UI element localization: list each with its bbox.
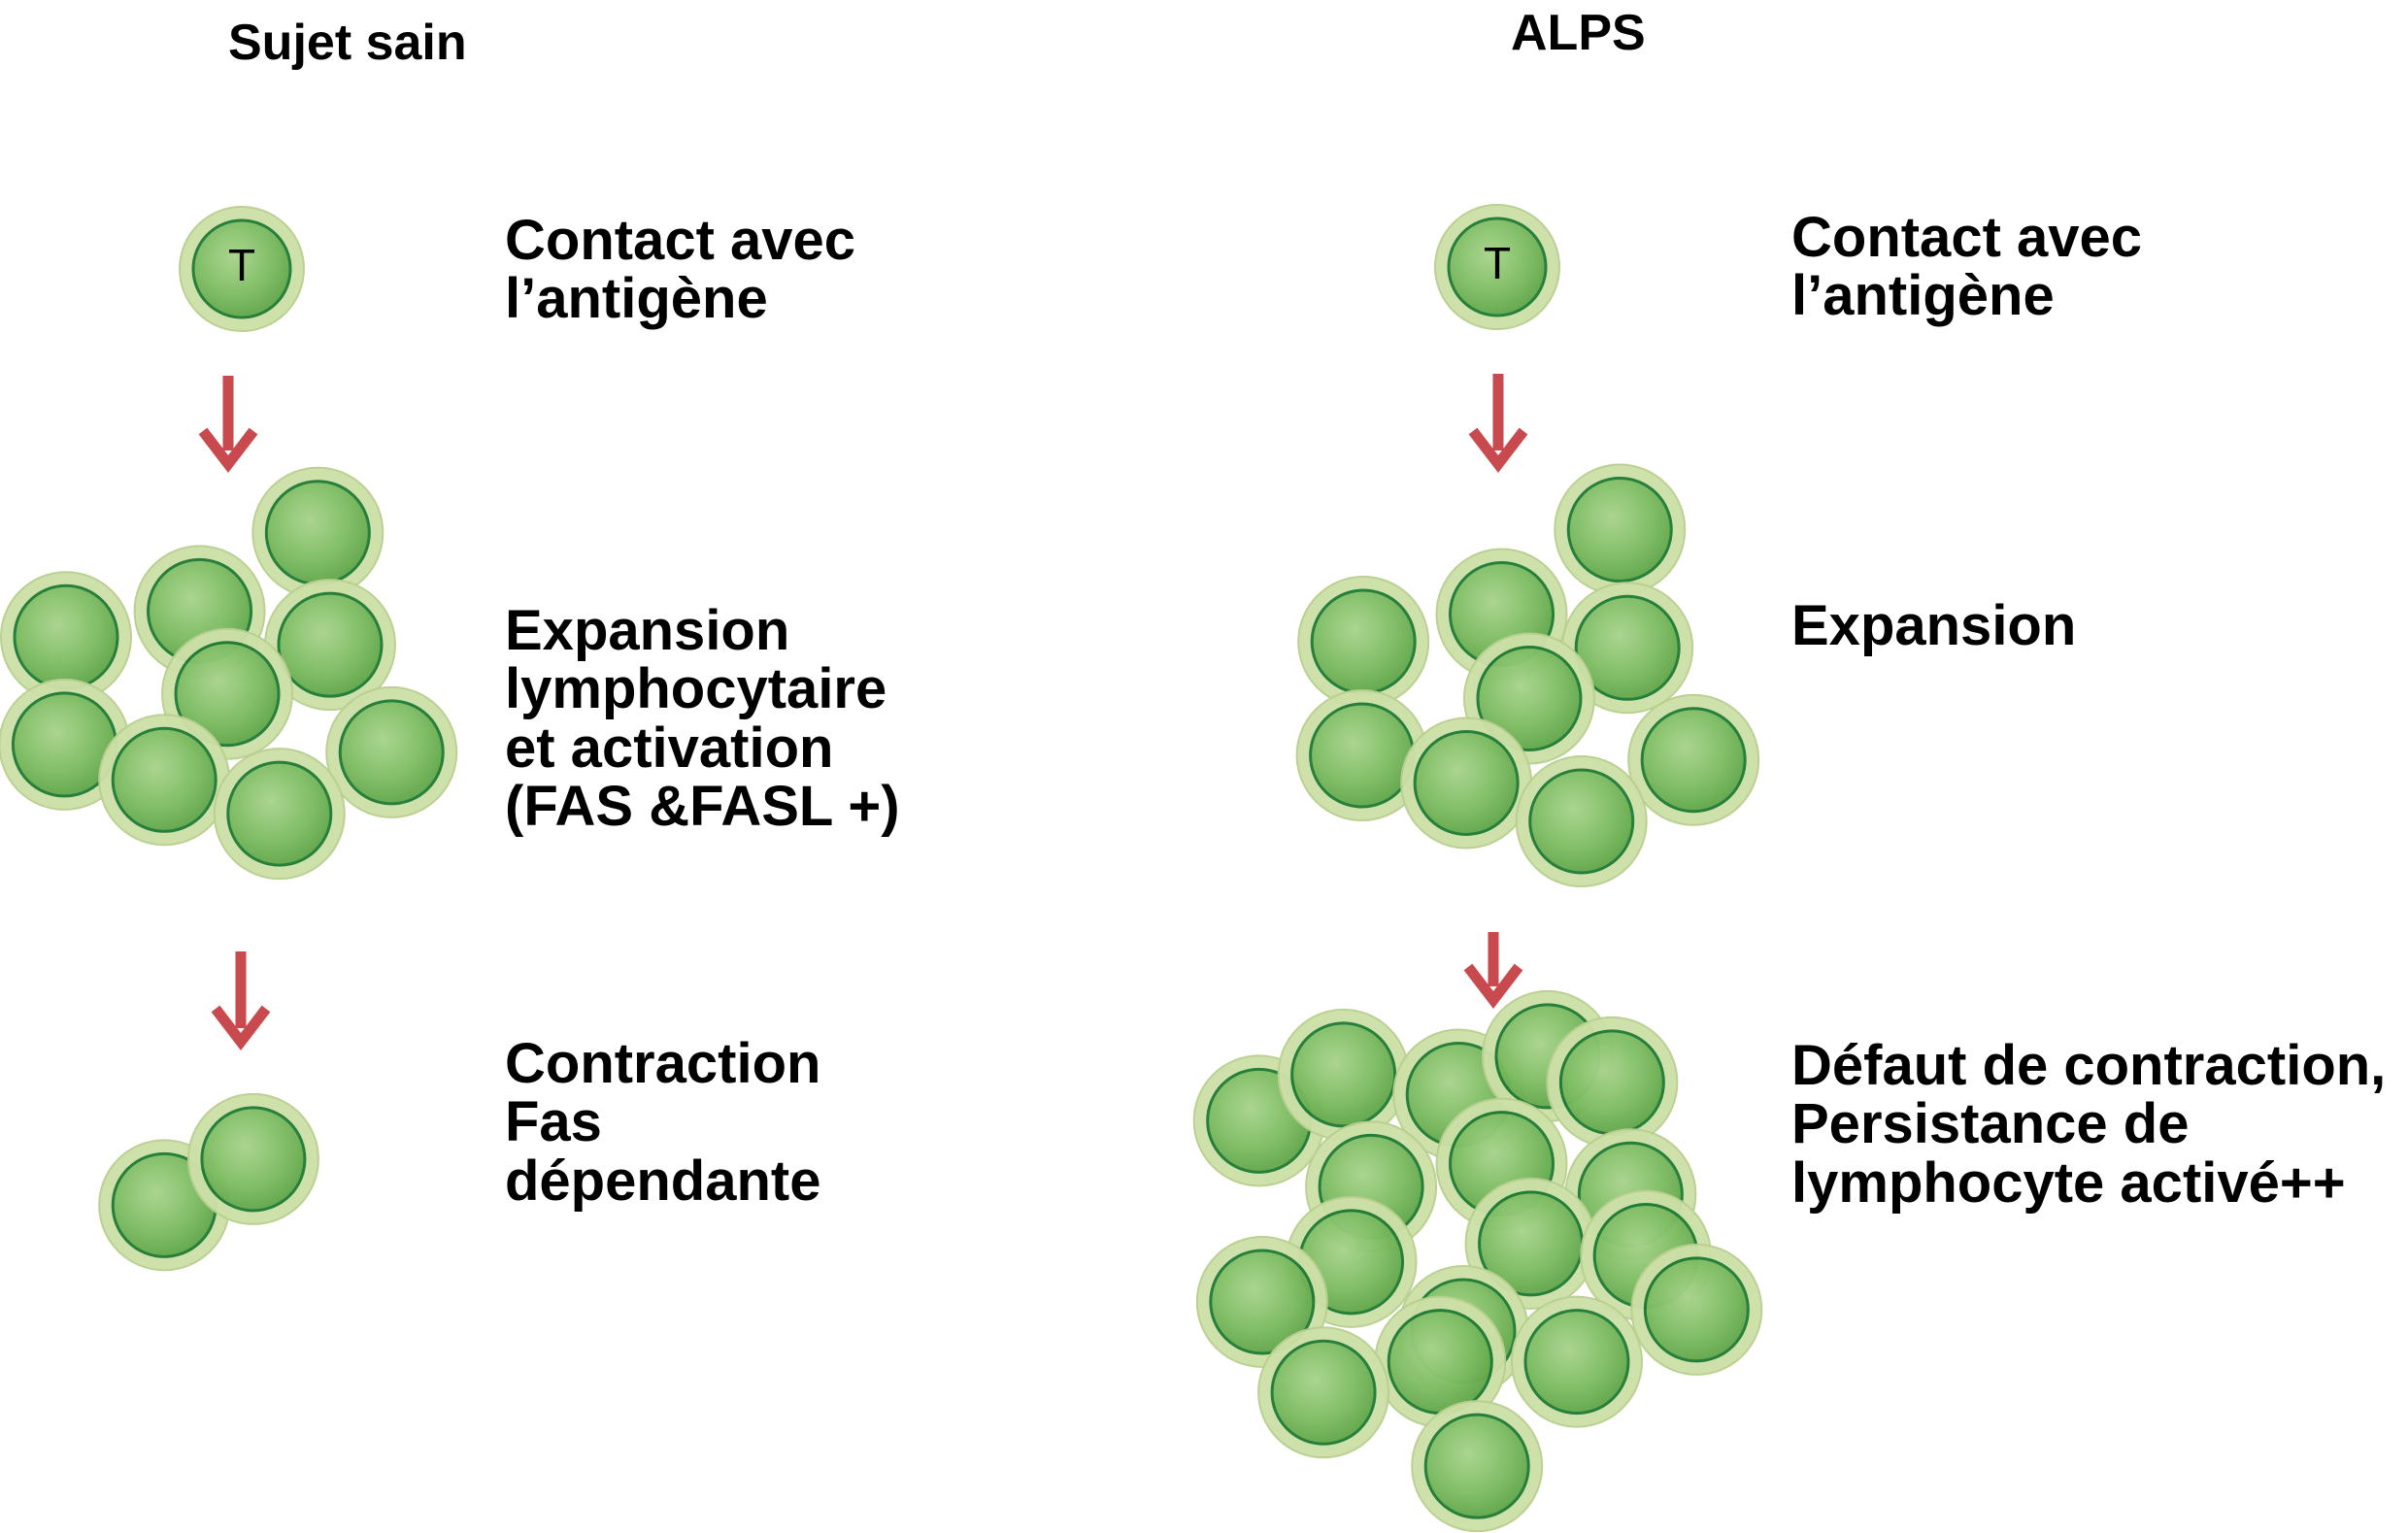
alps-persistent-cell [1546,1016,1679,1149]
alps-step-contact-label: Contact avec l’antigène [1791,206,2143,328]
alps-persistent-cell [1257,1326,1390,1459]
alps-expansion-cell [1554,463,1687,596]
alps-step-persistence-label: Défaut de contraction, Persistance de ly… [1791,1034,2387,1215]
healthy-step-contact-label: Contact avec l’antigène [505,209,856,331]
healthy-expansion-cell [98,714,231,847]
arrow-down-icon [198,376,258,474]
naive-t-cell-alps [1434,204,1560,330]
header-alps: ALPS [1511,5,1646,61]
cell-circle [179,206,305,332]
t-cell-marker-alps: T [1484,238,1511,288]
alps-expansion-cell [1400,717,1533,850]
alps-persistent-cell [1195,1235,1328,1368]
healthy-expansion-cell [263,579,396,712]
alps-expansion-cell [1515,754,1648,887]
alps-persistent-cell [1630,1243,1763,1376]
cell-circle [1434,204,1560,330]
healthy-expansion-cell [0,571,132,704]
alps-expansion-cell [1627,693,1760,826]
alps-expansion-cell [1297,575,1430,708]
arrow-down-icon [211,951,271,1051]
healthy-contraction-cell [186,1092,319,1225]
healthy-step-expansion-label: Expansion lymphocytaire et activation (F… [505,599,900,838]
t-cell-marker-healthy: T [228,240,255,290]
naive-t-cell-healthy [179,206,305,332]
alps-expansion-cell [1295,688,1428,821]
healthy-expansion-cell [325,685,458,818]
alps-expansion-cell [1561,582,1694,715]
alps-persistent-cell [1510,1295,1643,1428]
alps-persistent-cell [1411,1400,1544,1533]
healthy-expansion-cell [0,678,131,811]
header-healthy: Sujet sain [228,15,467,71]
healthy-step-contraction-label: Contraction Fas dépendante [505,1032,821,1213]
alps-step-expansion-label: Expansion [1791,594,2077,657]
alps-persistent-cell [1374,1295,1507,1428]
cells-layer [0,463,1763,1533]
healthy-expansion-cell [213,748,346,881]
healthy-expansion-cell [251,466,385,599]
arrow-down-icon [1468,374,1528,474]
arrows-layer [198,374,1528,1051]
alps-persistent-cell [1277,1008,1410,1141]
arrow-down-icon [1463,932,1523,1010]
